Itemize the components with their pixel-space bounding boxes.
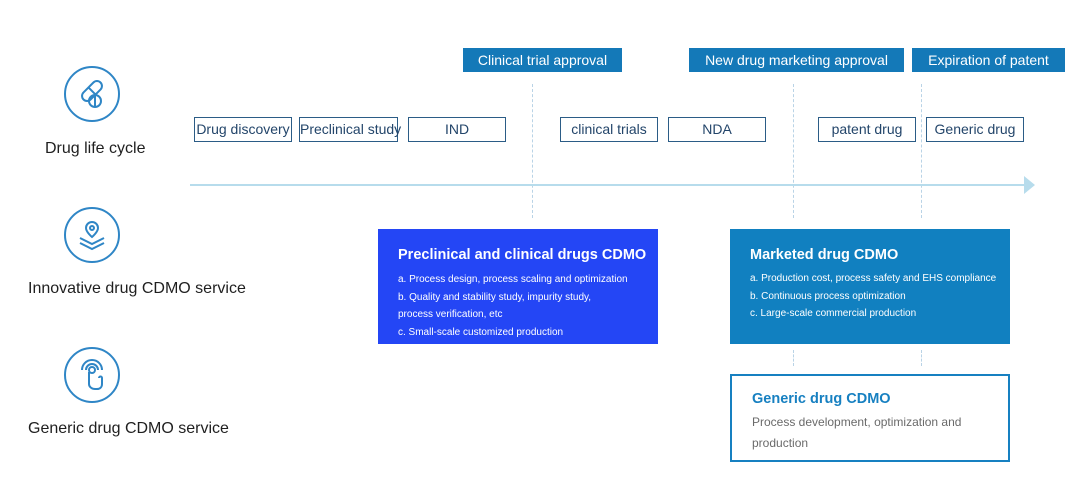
panel-marketed-drug-cdmo: Marketed drug CDMO a. Production cost, p… bbox=[730, 229, 1010, 344]
milestone-new-drug-marketing-approval: New drug marketing approval bbox=[689, 48, 904, 72]
panel-item: a. Production cost, process safety and E… bbox=[750, 273, 997, 284]
panel-item: a. Process design, process scaling and o… bbox=[398, 274, 628, 285]
stage-generic-drug: Generic drug bbox=[926, 117, 1024, 142]
guide-marketing-approval bbox=[793, 84, 794, 218]
location-layers-icon bbox=[64, 207, 120, 263]
panel-generic-drug-cdmo: Generic drug CDMO Process development, o… bbox=[730, 374, 1010, 462]
panel-preclinical-clinical-cdmo: Preclinical and clinical drugs CDMO a. P… bbox=[378, 229, 658, 344]
capsule-icon bbox=[64, 66, 120, 122]
stage-nda: NDA bbox=[668, 117, 766, 142]
panel-item: b. Continuous process optimization bbox=[750, 290, 906, 302]
panel-item: b. Quality and stability study, impurity… bbox=[398, 291, 592, 303]
row-label-drug-life-cycle: Drug life cycle bbox=[45, 140, 146, 157]
panel-title: Marketed drug CDMO bbox=[750, 247, 899, 263]
panel-body: Process development, optimization and pr… bbox=[752, 415, 962, 450]
panel-item: c. Small-scale customized production bbox=[398, 326, 564, 338]
timeline-arrow bbox=[190, 176, 1035, 194]
row-label-generic-drug: Generic drug CDMO service bbox=[28, 420, 229, 437]
row-label-innovative-drug: Innovative drug CDMO service bbox=[28, 280, 246, 297]
milestone-clinical-trial-approval: Clinical trial approval bbox=[463, 48, 622, 72]
panel-item: c. Large-scale commercial production bbox=[750, 308, 917, 319]
panel-title: Generic drug CDMO bbox=[752, 391, 891, 407]
stage-ind: IND bbox=[408, 117, 506, 142]
milestone-expiration-of-patent: Expiration of patent bbox=[912, 48, 1065, 72]
stage-drug-discovery: Drug discovery bbox=[194, 117, 292, 142]
stage-patent-drug: patent drug bbox=[818, 117, 916, 142]
panel-item: process verification, etc bbox=[398, 309, 503, 320]
touch-fingerprint-icon bbox=[64, 347, 120, 403]
stage-clinical-trials: clinical trials bbox=[560, 117, 658, 142]
guide-patent-expiration bbox=[921, 84, 922, 218]
panel-title: Preclinical and clinical drugs CDMO bbox=[398, 247, 647, 263]
stage-preclinical-study: Preclinical study bbox=[299, 117, 401, 142]
guide-marketing-approval-lower bbox=[793, 350, 794, 366]
guide-clinical-trial-approval bbox=[532, 84, 533, 218]
guide-patent-expiration-lower bbox=[921, 350, 922, 366]
